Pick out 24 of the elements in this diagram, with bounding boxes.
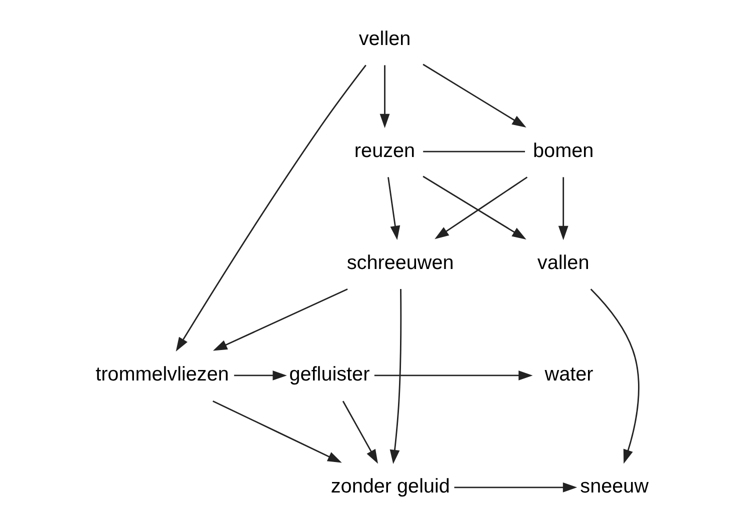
arrow [212,288,348,351]
node-text: sneeuw [580,476,648,498]
node-text: gefluister [288,364,370,386]
node-text: vallen [536,252,589,274]
arrow [389,289,402,464]
node-text: schreeuwen [346,252,454,274]
arrow [558,177,568,240]
arrow [175,64,366,352]
arrow [374,370,532,380]
node-text: bomen [532,140,594,162]
arrow [234,370,286,380]
node-text: trommelvliezen [95,364,228,386]
node-text: vellen [358,28,410,50]
arrow [212,400,342,463]
node-text: reuzen [354,140,415,162]
arrow [454,482,577,492]
node-text: zonder geluid [330,476,450,498]
arrow [422,64,526,128]
arrow [379,65,390,128]
arrow [342,400,378,464]
arrow [590,288,639,464]
arrow [387,177,400,240]
node-text: water [544,364,593,386]
connector [422,150,524,152]
